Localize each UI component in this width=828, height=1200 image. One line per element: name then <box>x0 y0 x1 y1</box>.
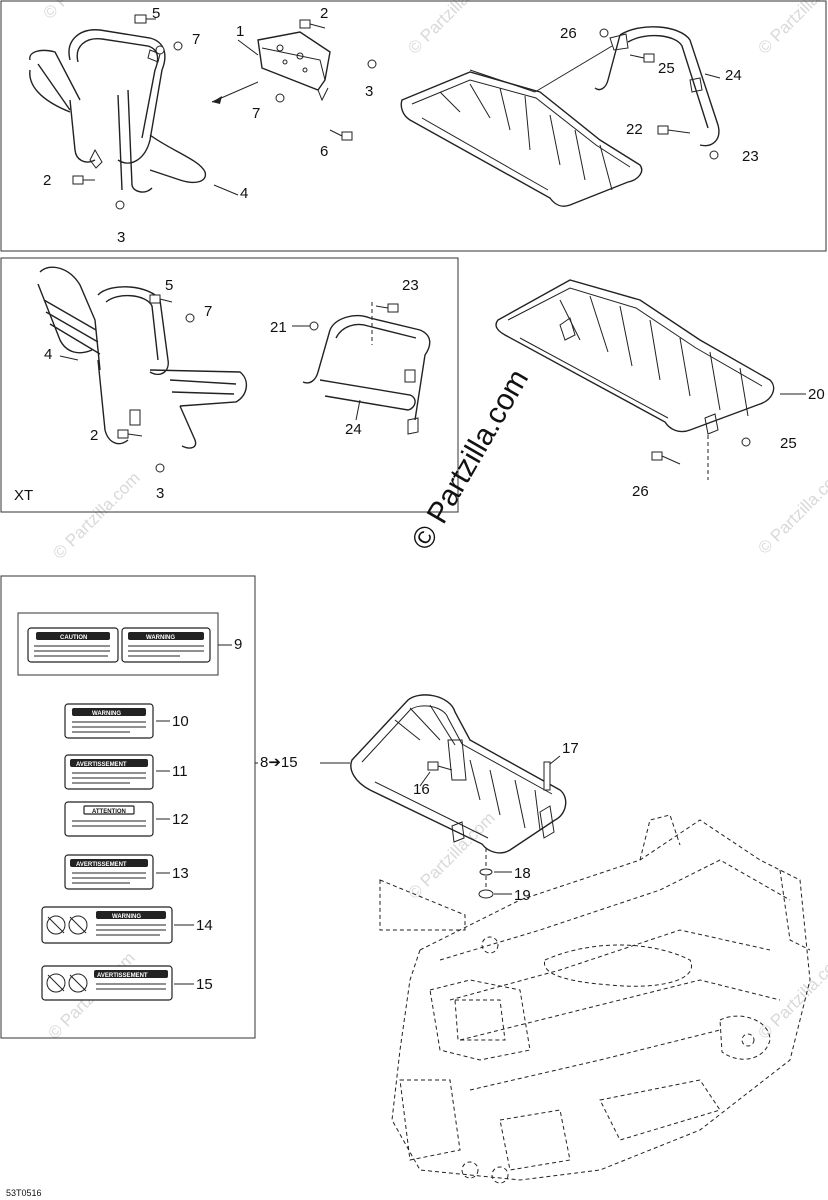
decal-13-text: AVERTISSEMENT <box>76 862 127 868</box>
decal-11-text: AVERTISSEMENT <box>76 762 127 768</box>
hardware-top <box>72 14 719 210</box>
rear-rack-xt <box>495 279 775 480</box>
callout-5: 5 <box>152 5 160 22</box>
leader-line <box>534 45 613 93</box>
callout-12: 12 <box>172 811 189 828</box>
decal-15: AVERTISSEMENT <box>41 965 173 1001</box>
callouts-middle: 5 7 4 2 3 XT 23 21 24 20 25 26 <box>14 277 825 504</box>
watermark-tile: © Partzilla.com <box>404 0 498 58</box>
front-rack-bottom <box>350 694 567 931</box>
callout-25: 25 <box>658 60 675 77</box>
callout-4: 4 <box>44 346 52 363</box>
rear-grab-bar-top <box>594 26 720 147</box>
callout-10: 10 <box>172 713 189 730</box>
callout-3: 3 <box>156 485 164 502</box>
vehicle-frame <box>391 814 811 1184</box>
callout-4: 4 <box>240 185 248 202</box>
callout-2b: 2 <box>43 172 51 189</box>
callout-6: 6 <box>320 143 328 160</box>
callout-2: 2 <box>90 427 98 444</box>
rear-rack-top <box>400 69 643 207</box>
watermark-tile: © Partzilla.com <box>754 0 828 58</box>
callout-14: 14 <box>196 917 213 934</box>
callout-13: 13 <box>172 865 189 882</box>
callout-23: 23 <box>742 148 759 165</box>
decal-14-text: WARNING <box>112 914 141 920</box>
decal-warning-text: WARNING <box>146 635 175 641</box>
decal-caution-text: CAUTION <box>60 635 87 641</box>
decal-14: WARNING <box>41 906 173 944</box>
callout-16: 16 <box>413 781 430 798</box>
callout-17: 17 <box>562 740 579 757</box>
callout-5: 5 <box>165 277 173 294</box>
callout-8-15: 8➔15 <box>260 754 298 771</box>
watermark-tile: © Partzilla.com <box>49 468 143 562</box>
decal-10-text: WARNING <box>92 711 121 717</box>
decal-12-text: ATTENTION <box>92 809 126 815</box>
callout-21: 26 <box>632 483 649 500</box>
diagram-code: 53T0516 <box>6 1188 42 1198</box>
callouts-top: 5 7 1 2 3 7 6 2 4 3 26 25 24 22 23 <box>43 5 759 246</box>
callout-11: 11 <box>172 763 188 780</box>
callout-26: 26 <box>560 25 577 42</box>
callout-3: 3 <box>365 83 373 100</box>
mounting-bracket-1 <box>257 31 331 102</box>
callout-9: 9 <box>234 636 242 653</box>
callout-20: 20 <box>808 386 825 403</box>
decal-10: WARNING <box>64 703 154 739</box>
callout-18: 18 <box>514 865 531 882</box>
front-bumper-top <box>29 29 207 193</box>
decal-12: ATTENTION <box>64 801 154 837</box>
callout-23: 25 <box>780 435 797 452</box>
callout-19: 19 <box>514 887 531 904</box>
callout-7: 7 <box>204 303 212 320</box>
callouts-bottom: 9 10 11 12 13 14 15 8➔15 16 17 18 19 <box>156 636 579 993</box>
callout-26: 21 <box>270 319 287 336</box>
brand-watermark: © Partzilla.com <box>405 364 535 556</box>
watermark-tile: © Partzilla.com <box>754 463 828 557</box>
watermark-tile: © Partzilla.com <box>754 948 828 1042</box>
callout-25: 23 <box>402 277 419 294</box>
callout-7: 7 <box>192 31 200 48</box>
watermark-tile: © Partzilla.com <box>39 0 133 23</box>
top-panel-frame <box>0 0 827 252</box>
callout-24: 24 <box>345 421 362 438</box>
rear-grab-bar-xt <box>302 302 431 435</box>
arrow-head <box>212 96 222 104</box>
hardware-middle <box>117 294 751 473</box>
callout-1: 1 <box>236 23 244 40</box>
decal-15-text: AVERTISSEMENT <box>97 973 148 979</box>
callout-7b: 7 <box>252 105 260 122</box>
decal-9: CAUTION WARNING <box>27 627 211 663</box>
callout-24: 24 <box>725 67 742 84</box>
watermark-tile: © Partzilla.com <box>404 808 498 902</box>
decal-9-frame <box>17 612 219 676</box>
decal-13: AVERTISSEMENT <box>64 854 154 890</box>
callout-15: 15 <box>196 976 213 993</box>
variant-xt-label: XT <box>14 487 33 504</box>
bottom-panel-frame <box>0 575 256 1039</box>
callout-2: 2 <box>320 5 328 22</box>
decal-11: AVERTISSEMENT <box>64 754 154 790</box>
callout-22: 22 <box>626 121 643 138</box>
callout-3b: 3 <box>117 229 125 246</box>
middle-panel-frame <box>0 257 459 513</box>
